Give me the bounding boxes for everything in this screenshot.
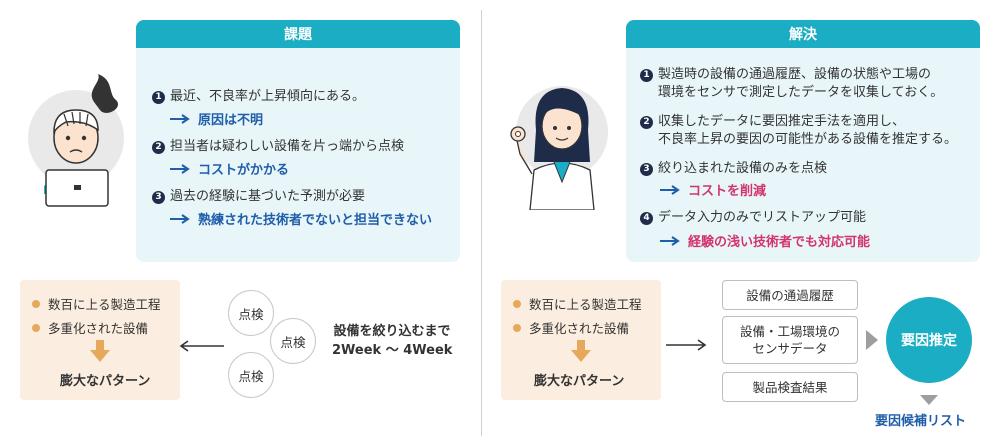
number-badge: 3: [640, 163, 653, 176]
problem-result-1: 原因は不明: [170, 109, 263, 128]
factor-candidate-list-label: 要因候補リスト: [875, 414, 967, 429]
down-triangle-icon: [920, 390, 938, 409]
engineer-ok-illustration: [500, 70, 620, 211]
inspection-circle: 点検: [228, 290, 274, 336]
problem-item-text: 過去の経験に基づいた予測が必要: [170, 189, 366, 204]
factor-estimation-circle: 要因推定: [886, 297, 972, 383]
arrow-left-icon: [178, 337, 226, 356]
arrow-right-icon: [660, 184, 680, 195]
problem-item-text: 担当者は疑わしい設備を片っ端から点検: [170, 139, 405, 154]
source-inspection-results: 製品検査結果: [722, 372, 858, 402]
inspection-circle: 点検: [228, 352, 274, 398]
bullet-dot: [513, 300, 521, 308]
bullet-item: 多重化された設備: [513, 318, 629, 337]
manufacturing-complexity-box: 数百に上る製造工程 多重化された設備 膨大なパターン: [20, 280, 180, 400]
huge-patterns-label: 膨大なパターン: [534, 374, 625, 389]
bullet-dot: [32, 300, 40, 308]
arrow-right-icon: [170, 213, 190, 224]
bullet-dot: [32, 324, 40, 332]
problem-result-text: 熟練された技術者でないと担当できない: [198, 213, 433, 228]
bullet-item: 数百に上る製造工程: [32, 294, 161, 313]
problem-item-3: 3 過去の経験に基づいた予測が必要: [152, 188, 365, 205]
number-badge: 2: [640, 116, 653, 129]
center-divider: [481, 10, 482, 436]
problem-result-text: 原因は不明: [198, 113, 264, 128]
arrow-right-icon: [660, 235, 680, 246]
problem-result-3: 熟練された技術者でないと担当できない: [170, 209, 432, 228]
bullet-dot: [513, 324, 521, 332]
number-badge: 1: [640, 69, 653, 82]
problem-card-title: 課題: [136, 20, 460, 48]
source-passage-history: 設備の通過履歴: [722, 280, 858, 310]
number-badge: 2: [152, 141, 165, 154]
arrow-down-icon: [90, 340, 110, 366]
number-badge: 1: [152, 91, 165, 104]
problem-item-text: 最近、不良率が上昇傾向にある。: [170, 89, 366, 104]
solution-result-3: コストを削減: [660, 180, 766, 199]
play-triangle-icon: [866, 330, 878, 354]
arrow-right-icon: [664, 336, 708, 355]
source-sensor-data: 設備・工場環境の センサデータ: [722, 316, 858, 364]
worried-engineer-illustration: [24, 70, 134, 210]
bullet-item: 多重化された設備: [32, 318, 148, 337]
arrow-right-icon: [170, 113, 190, 124]
problem-result-2: コストがかかる: [170, 159, 289, 178]
inspection-circle: 点検: [270, 318, 316, 364]
problem-card: 課題 1 最近、不良率が上昇傾向にある。 原因は不明 2 担当者は疑わしい設備を片っ…: [136, 20, 460, 262]
problem-item-2: 2 担当者は疑わしい設備を片っ端から点検: [152, 138, 404, 155]
bullet-item: 数百に上る製造工程: [513, 294, 642, 313]
manufacturing-complexity-box-right: 数百に上る製造工程 多重化された設備 膨大なパターン: [501, 280, 661, 400]
huge-patterns-label: 膨大なパターン: [60, 374, 151, 389]
arrow-down-icon: [571, 340, 591, 366]
number-badge: 3: [152, 191, 165, 204]
arrow-right-icon: [170, 163, 190, 174]
solution-card-title: 解決: [626, 20, 980, 48]
problem-result-text: コストがかかる: [198, 163, 290, 178]
number-badge: 4: [640, 212, 653, 225]
duration-text: 設備を絞り込むまで 2Week 〜 4Week: [332, 324, 453, 358]
problem-item-1: 1 最近、不良率が上昇傾向にある。: [152, 88, 365, 105]
solution-result-4: 経験の浅い技術者でも対応可能: [660, 231, 870, 250]
